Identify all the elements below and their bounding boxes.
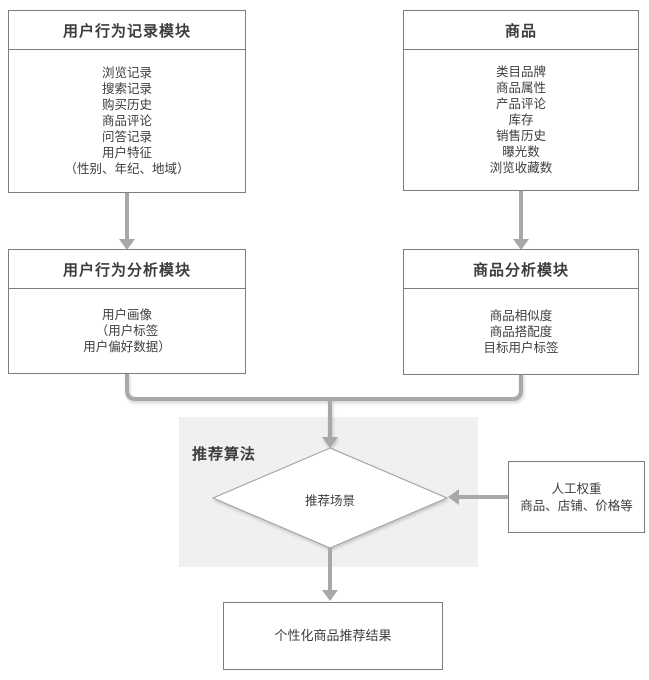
manual-weight-line: 人工权重 [551, 481, 602, 496]
box-item: 销售历史 [495, 128, 546, 143]
box-item: 搜索记录 [101, 81, 152, 96]
user-behavior-record-box: 用户行为记录模块 浏览记录 搜索记录 购买历史 商品评论 问答记录 用户特征 （… [8, 10, 246, 193]
product-body: 类目品牌 商品属性 产品评论 库存 销售历史 曝光数 浏览收藏数 [404, 50, 638, 190]
algorithm-panel-label: 推荐算法 [192, 445, 257, 463]
result-label: 个性化商品推荐结果 [274, 628, 392, 644]
arrow-user-record-to-analysis [119, 193, 135, 250]
arrow-product-to-analysis [513, 191, 529, 250]
box-item: 类目品牌 [495, 64, 546, 79]
product-analysis-header: 商品分析模块 [404, 250, 638, 289]
box-item: 商品评论 [101, 113, 152, 128]
box-item: （用户标签 [95, 323, 159, 338]
box-item: 商品搭配度 [489, 323, 553, 339]
box-item: 库存 [508, 112, 534, 127]
box-item: 曝光数 [502, 144, 540, 159]
box-item: 商品属性 [495, 80, 546, 95]
user-behavior-analysis-body: 用户画像 （用户标签 用户偏好数据） [9, 289, 245, 373]
box-item: 用户画像 [101, 307, 152, 322]
box-item: 目标用户标签 [483, 339, 559, 355]
box-item: 商品相似度 [489, 307, 553, 323]
user-behavior-analysis-box: 用户行为分析模块 用户画像 （用户标签 用户偏好数据） [8, 249, 246, 374]
product-analysis-body: 商品相似度 商品搭配度 目标用户标签 [404, 289, 638, 374]
box-item: 用户偏好数据） [83, 339, 171, 354]
product-box: 商品 类目品牌 商品属性 产品评论 库存 销售历史 曝光数 浏览收藏数 [403, 10, 639, 191]
box-item: （性别、年纪、地域） [64, 161, 190, 176]
product-header: 商品 [404, 11, 638, 50]
user-behavior-record-header: 用户行为记录模块 [9, 11, 245, 50]
decision-diamond-label: 推荐场景 [304, 493, 355, 508]
result-box: 个性化商品推荐结果 [223, 602, 443, 670]
user-behavior-analysis-header: 用户行为分析模块 [9, 250, 245, 289]
box-item: 产品评论 [495, 96, 546, 111]
manual-weight-line: 商品、店铺、价格等 [520, 498, 633, 513]
user-behavior-record-body: 浏览记录 搜索记录 购买历史 商品评论 问答记录 用户特征 （性别、年纪、地域） [9, 50, 245, 192]
box-item: 问答记录 [101, 129, 152, 144]
box-item: 用户特征 [101, 145, 152, 160]
box-item: 浏览收藏数 [489, 160, 553, 175]
box-item: 购买历史 [101, 97, 152, 112]
product-analysis-box: 商品分析模块 商品相似度 商品搭配度 目标用户标签 [403, 249, 639, 375]
manual-weight-box: 人工权重 商品、店铺、价格等 [508, 461, 645, 533]
box-item: 浏览记录 [101, 65, 152, 80]
